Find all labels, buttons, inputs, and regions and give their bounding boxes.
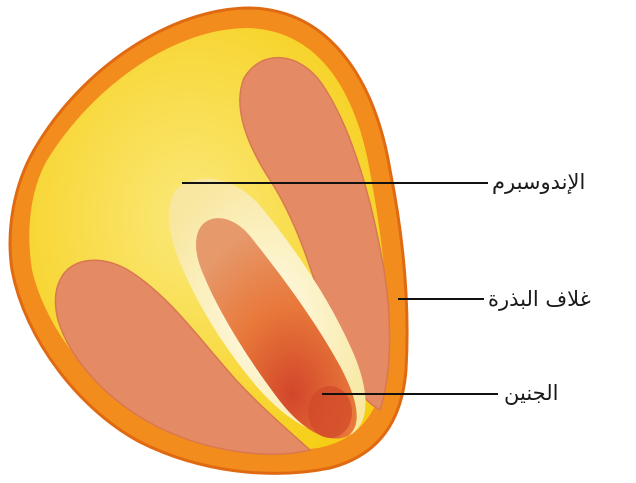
seed-coat-label: غلاف البذرة [488, 289, 628, 310]
endosperm-label: الإندوسبرم [492, 172, 622, 193]
embryo-label: الجنين [504, 383, 604, 404]
